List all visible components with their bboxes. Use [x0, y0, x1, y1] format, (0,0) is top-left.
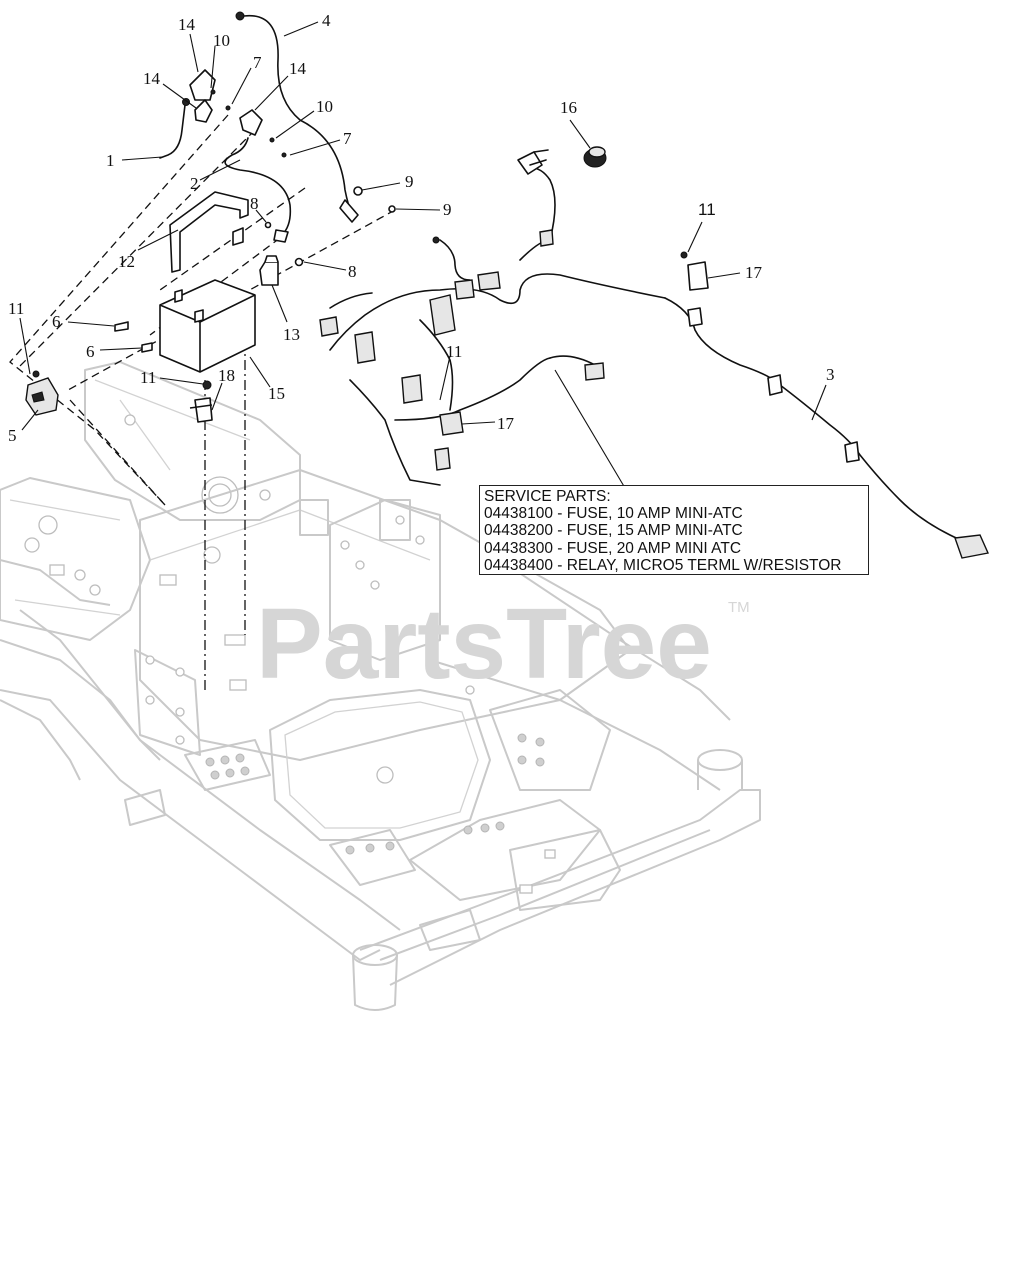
callout-10-a: 10 — [213, 31, 230, 50]
leader-lines — [19, 21, 827, 489]
callout-14-c: 14 — [289, 59, 307, 78]
boot-14 — [189, 69, 263, 136]
callout-5: 5 — [8, 426, 17, 445]
callout-18: 18 — [218, 366, 235, 385]
bracket-18 — [189, 380, 213, 423]
callout-14-b: 14 — [143, 69, 161, 88]
callout-4: 4 — [322, 11, 331, 30]
service-part-item: 04438100 - FUSE, 10 AMP MINI-ATC — [484, 505, 743, 523]
callout-11-a: 11 — [8, 299, 24, 318]
callout-15: 15 — [268, 384, 285, 403]
battery-cable-4 — [235, 11, 359, 223]
callout-12: 12 — [118, 252, 135, 271]
service-part-item: 04438400 - RELAY, MICRO5 TERML W/RESISTO… — [484, 556, 842, 574]
callout-1: 1 — [106, 151, 115, 170]
callout-8-b: 8 — [348, 262, 357, 281]
callout-16: 16 — [560, 98, 577, 117]
callout-11-c: 11 — [446, 342, 462, 361]
callout-17-b: 17 — [745, 263, 763, 282]
callout-13: 13 — [283, 325, 300, 344]
battery-15 — [159, 279, 256, 373]
usb-outlet-16 — [583, 146, 607, 168]
service-parts-heading: SERVICE PARTS: — [484, 488, 611, 505]
callout-17-a: 17 — [497, 414, 515, 433]
callout-9-a: 9 — [405, 172, 414, 191]
main-wire-harness — [319, 149, 666, 486]
watermark: PartsTree TM — [256, 588, 750, 700]
mower-frame — [0, 361, 761, 1011]
service-part-item: 04438200 - FUSE, 15 AMP MINI-ATC — [484, 522, 743, 540]
battery-cable-2 — [224, 137, 292, 243]
callouts: 14 10 4 7 14 14 10 7 1 2 9 9 8 12 8 13 1… — [8, 11, 835, 445]
callout-11-d: 11 — [698, 200, 716, 219]
callout-7-a: 7 — [253, 53, 262, 72]
callout-6-a: 6 — [52, 312, 61, 331]
clamp-13 — [259, 255, 279, 286]
service-part-item: 04438300 - FUSE, 20 AMP MINI ATC — [484, 539, 742, 557]
battery-hold-down-12 — [169, 191, 249, 273]
watermark-text: PartsTree — [256, 588, 712, 700]
callout-3: 3 — [826, 365, 835, 384]
callout-8-a: 8 — [250, 194, 259, 213]
battery-cable-1 — [159, 98, 190, 159]
callout-9-b: 9 — [443, 200, 452, 219]
callout-7-b: 7 — [343, 129, 352, 148]
small-hardware — [114, 89, 396, 353]
callout-6-b: 6 — [86, 342, 95, 361]
callout-14-a: 14 — [178, 15, 196, 34]
harness-3 — [664, 251, 989, 559]
watermark-trademark: TM — [728, 599, 750, 616]
callout-11-b: 11 — [140, 368, 156, 387]
relay-5 — [25, 370, 59, 416]
callout-2: 2 — [190, 174, 199, 193]
service-parts-box: SERVICE PARTS: 04438100 - FUSE, 10 AMP M… — [479, 485, 869, 575]
callout-10-b: 10 — [316, 97, 333, 116]
